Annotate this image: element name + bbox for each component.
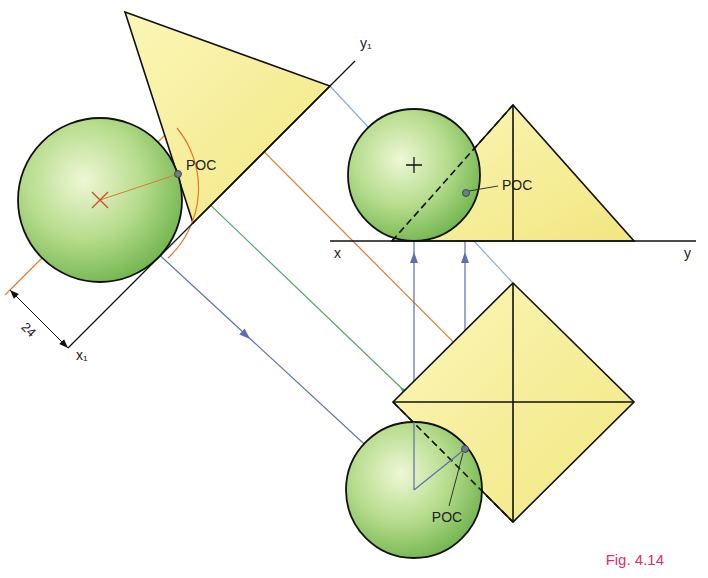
dimension-line [10, 290, 68, 348]
arrowhead [461, 252, 469, 263]
sphere-top-view [346, 422, 482, 558]
sphere-front-view [348, 109, 480, 241]
leader-line [469, 186, 498, 191]
x1y1-line [68, 61, 355, 348]
xy-line [330, 240, 696, 241]
construction-line [100, 174, 178, 200]
arrowhead [8, 288, 19, 299]
reference-line-label: y₁ [360, 36, 372, 51]
leader-line [449, 453, 463, 506]
reference-line-label: x [334, 246, 341, 261]
pyramid-edge [512, 283, 514, 522]
reference-line-label: x₁ [76, 348, 88, 363]
contact-point [175, 171, 182, 178]
pyramid-edge [512, 105, 514, 241]
point-label: POC [186, 158, 216, 173]
contact-point [463, 190, 470, 197]
arrowhead [59, 339, 70, 350]
hidden-edge [393, 402, 513, 522]
dimension-value: 24 [18, 320, 38, 340]
centre-mark [406, 157, 422, 173]
reference-line-label: y [684, 246, 691, 261]
projector-line [414, 449, 465, 490]
projector-line [413, 241, 414, 490]
construction-arc [168, 128, 199, 258]
contact-point [462, 446, 469, 453]
point-label: POC [502, 178, 532, 193]
arrowhead [410, 252, 418, 263]
arrowhead [239, 329, 253, 342]
hidden-edge [392, 105, 513, 241]
figure-caption: Fig. 4.14 [606, 552, 664, 569]
centre-mark [92, 192, 108, 208]
point-label: POC [432, 510, 462, 525]
sphere-aux-view [18, 118, 182, 282]
projector-line [413, 422, 414, 490]
